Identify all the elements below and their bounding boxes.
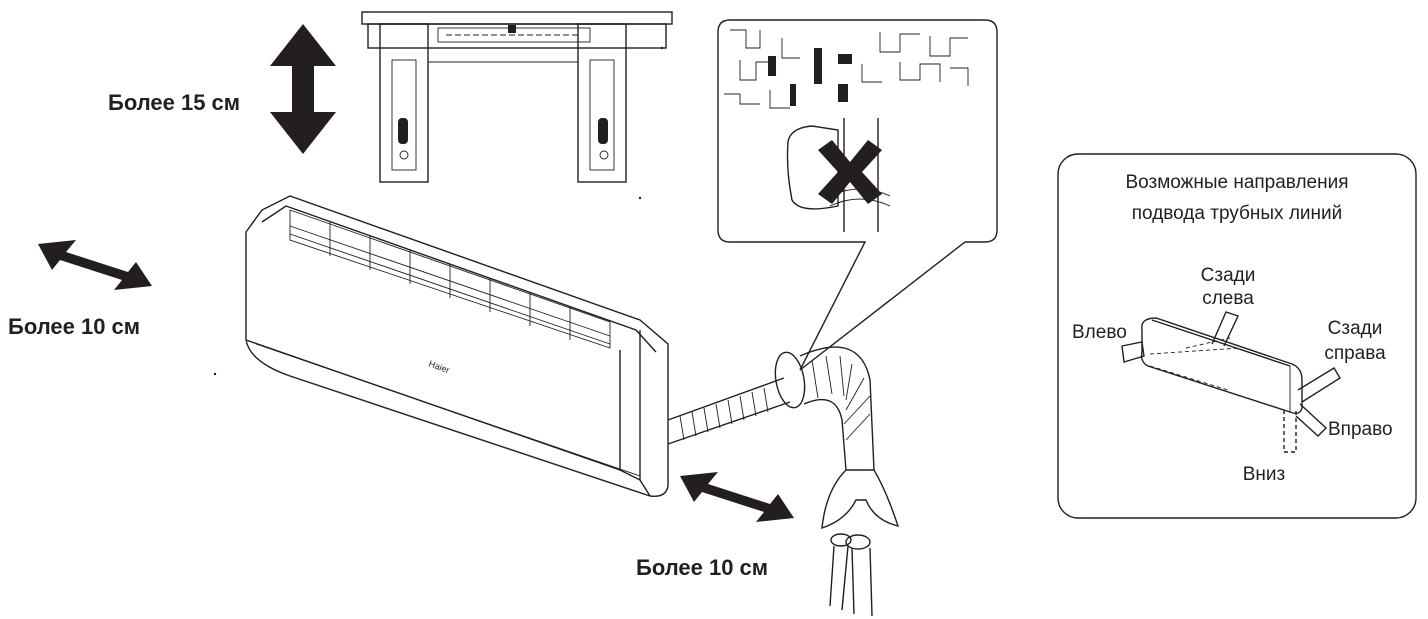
top-clearance-label: Более 15 см: [108, 90, 240, 115]
mounting-plate: [361, 11, 673, 183]
pipe: [667, 346, 900, 617]
rear-right-label-1: Сзади: [1328, 318, 1383, 339]
double-arrow-vertical-icon: [270, 24, 336, 154]
unit-schematic: [1121, 311, 1341, 453]
cross-mark-icon: [818, 140, 882, 204]
rear-left-label-2: слева: [1202, 288, 1254, 309]
down-label: Вниз: [1243, 464, 1286, 485]
double-arrow-bottom-icon: [680, 472, 794, 522]
rear-right-label-2: справа: [1324, 343, 1386, 364]
right-clearance-label: Более 10 см: [636, 555, 768, 580]
left-clearance-label: Более 10 см: [8, 314, 140, 339]
rear-left-label-1: Сзади: [1201, 265, 1256, 286]
right-label: Вправо: [1328, 419, 1393, 440]
callout-bubble: [717, 19, 998, 371]
brand-logo: Haier: [427, 358, 451, 375]
indoor-unit: Haier: [245, 195, 669, 497]
inset-title-line1: Возможные направления: [1125, 172, 1348, 193]
double-arrow-left-icon: [38, 240, 152, 290]
pipe-directions-inset: Возможные направления подвода трубных ли…: [1057, 153, 1417, 519]
left-label: Влево: [1072, 322, 1127, 343]
inset-title-line2: подвода трубных линий: [1132, 203, 1342, 224]
